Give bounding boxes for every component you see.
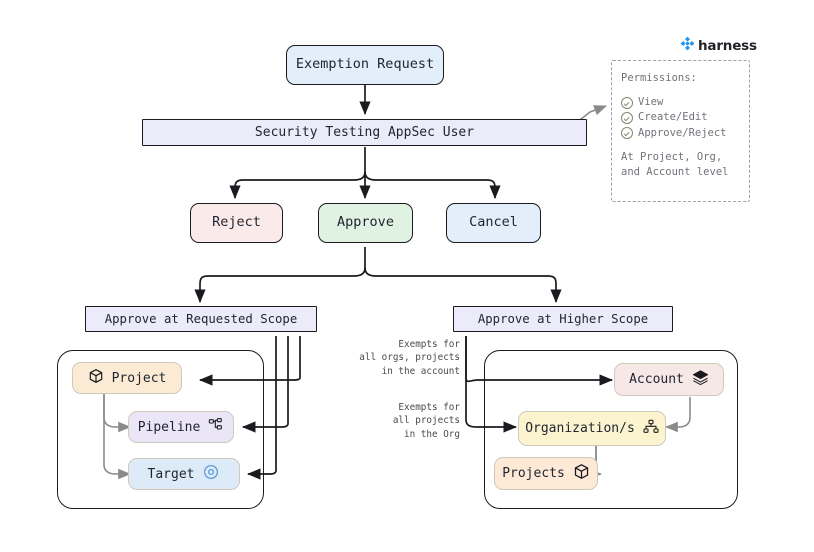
- node-label: Project: [111, 370, 167, 386]
- permission-label: Create/Edit: [638, 111, 708, 124]
- node-label: Approve at Requested Scope: [104, 311, 298, 326]
- node-label: Exemption Request: [295, 56, 435, 73]
- cube-icon: [88, 368, 104, 388]
- node-label: Pipeline: [137, 419, 201, 435]
- node-organizations[interactable]: Organization/s: [518, 411, 666, 446]
- node-pipeline[interactable]: Pipeline: [128, 411, 234, 443]
- node-approve-at-requested-scope[interactable]: Approve at Requested Scope: [85, 306, 317, 332]
- check-circle-icon: [621, 112, 633, 125]
- node-label: Security Testing AppSec User: [254, 125, 475, 140]
- annotation-org-exempts: Exempts for all projects in the Org: [392, 402, 460, 440]
- node-security-testing-appsec-user[interactable]: Security Testing AppSec User: [142, 119, 587, 146]
- permissions-header: Permissions:: [621, 72, 697, 84]
- node-label: Approve at Higher Scope: [477, 311, 649, 326]
- cube-icon: [573, 463, 590, 484]
- node-label: Cancel: [469, 214, 518, 231]
- brand-logo: harness: [680, 36, 757, 55]
- node-label: Target: [147, 466, 195, 482]
- node-project[interactable]: Project: [72, 362, 182, 394]
- node-cancel[interactable]: Cancel: [446, 203, 541, 243]
- permission-item-view: View: [621, 95, 740, 110]
- permission-item-approve-reject: Approve/Reject: [621, 126, 740, 141]
- requested-scope-container: [57, 350, 264, 509]
- target-icon: [202, 463, 220, 485]
- permissions-panel: Permissions: View Create/Edit Approve/Re…: [611, 60, 750, 202]
- node-target[interactable]: Target: [128, 458, 240, 490]
- node-label: Projects: [502, 466, 565, 481]
- permissions-footer-line2: and Account level: [621, 166, 729, 179]
- node-label: Reject: [212, 214, 261, 231]
- node-account[interactable]: Account: [614, 363, 724, 396]
- harness-diamond-icon: [680, 36, 695, 55]
- permissions-footer-line1: At Project, Org,: [621, 150, 723, 163]
- node-approve-at-higher-scope[interactable]: Approve at Higher Scope: [453, 306, 673, 332]
- node-reject[interactable]: Reject: [190, 203, 283, 243]
- orgchart-icon: [643, 419, 659, 439]
- check-circle-icon: [621, 96, 633, 109]
- higher-scope-container: [484, 350, 738, 509]
- permission-label: Approve/Reject: [638, 126, 727, 139]
- annotation-account-exempts: Exempts for all orgs, projects in the ac…: [359, 339, 460, 377]
- node-approve[interactable]: Approve: [318, 203, 413, 243]
- node-label: Approve: [337, 214, 394, 231]
- permission-item-create-edit: Create/Edit: [621, 110, 740, 125]
- node-exemption-request[interactable]: Exemption Request: [286, 45, 444, 85]
- brand-name: harness: [698, 37, 757, 54]
- layers-icon: [692, 369, 709, 390]
- node-projects[interactable]: Projects: [494, 457, 598, 490]
- check-circle-icon: [621, 127, 633, 140]
- permission-label: View: [638, 96, 664, 109]
- node-label: Account: [629, 372, 684, 387]
- pipeline-icon: [208, 417, 224, 437]
- node-label: Organization/s: [525, 421, 635, 436]
